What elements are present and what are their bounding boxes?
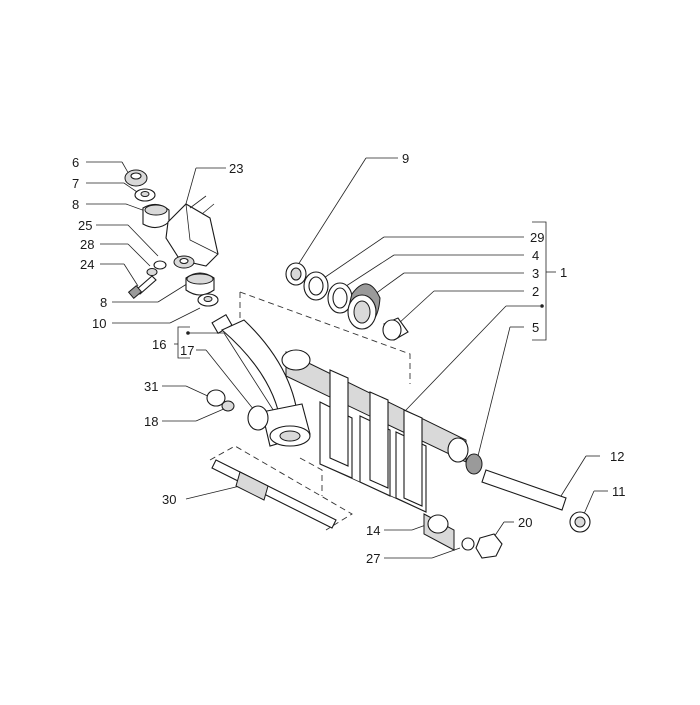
- axle-frame: [281, 349, 503, 559]
- callout-2: 2: [532, 284, 539, 299]
- callout-31: 31: [144, 379, 158, 394]
- callout-11: 11: [612, 484, 626, 499]
- washer-25: [153, 260, 167, 270]
- callout-5: 5: [532, 320, 539, 335]
- pin-12: [481, 469, 567, 511]
- callout-8b: 8: [100, 295, 107, 310]
- callout-9: 9: [402, 151, 409, 166]
- callout-14: 14: [366, 523, 380, 538]
- callout-18: 18: [144, 414, 158, 429]
- callout-12: 12: [610, 449, 624, 464]
- callout-10: 10: [92, 316, 106, 331]
- bushing-31: [247, 405, 269, 431]
- bracket-23: [165, 203, 219, 267]
- callout-6: 6: [72, 155, 79, 170]
- callout-30: 30: [162, 492, 176, 507]
- bolt-24: [135, 275, 157, 295]
- callout-24: 24: [80, 257, 94, 272]
- callout-29: 29: [530, 230, 544, 245]
- callout-27: 27: [366, 551, 380, 566]
- lever-and-pins: [206, 314, 591, 533]
- callout-7: 7: [72, 176, 79, 191]
- washer-18: [221, 400, 235, 412]
- callout-labels: 6 7 8 23 25 28 24 8 10 9 29 4 3 1 2 5 16…: [72, 151, 626, 566]
- dashed-assembly-outlines: [209, 291, 411, 531]
- bushing-5: [465, 453, 483, 475]
- washer-27: [461, 537, 475, 551]
- callout-25: 25: [78, 218, 92, 233]
- callout-28: 28: [80, 237, 94, 252]
- bearing-stack: [285, 262, 409, 341]
- callout-16: 16: [152, 337, 166, 352]
- bracket-group: [124, 169, 219, 307]
- callout-20: 20: [518, 515, 532, 530]
- callout-4: 4: [532, 248, 539, 263]
- nut-20: [475, 533, 503, 559]
- callout-8: 8: [72, 197, 79, 212]
- callout-17: 17: [180, 343, 194, 358]
- washer-28: [146, 268, 158, 276]
- callout-3: 3: [532, 266, 539, 281]
- callout-1: 1: [560, 265, 567, 280]
- callout-23: 23: [229, 161, 243, 176]
